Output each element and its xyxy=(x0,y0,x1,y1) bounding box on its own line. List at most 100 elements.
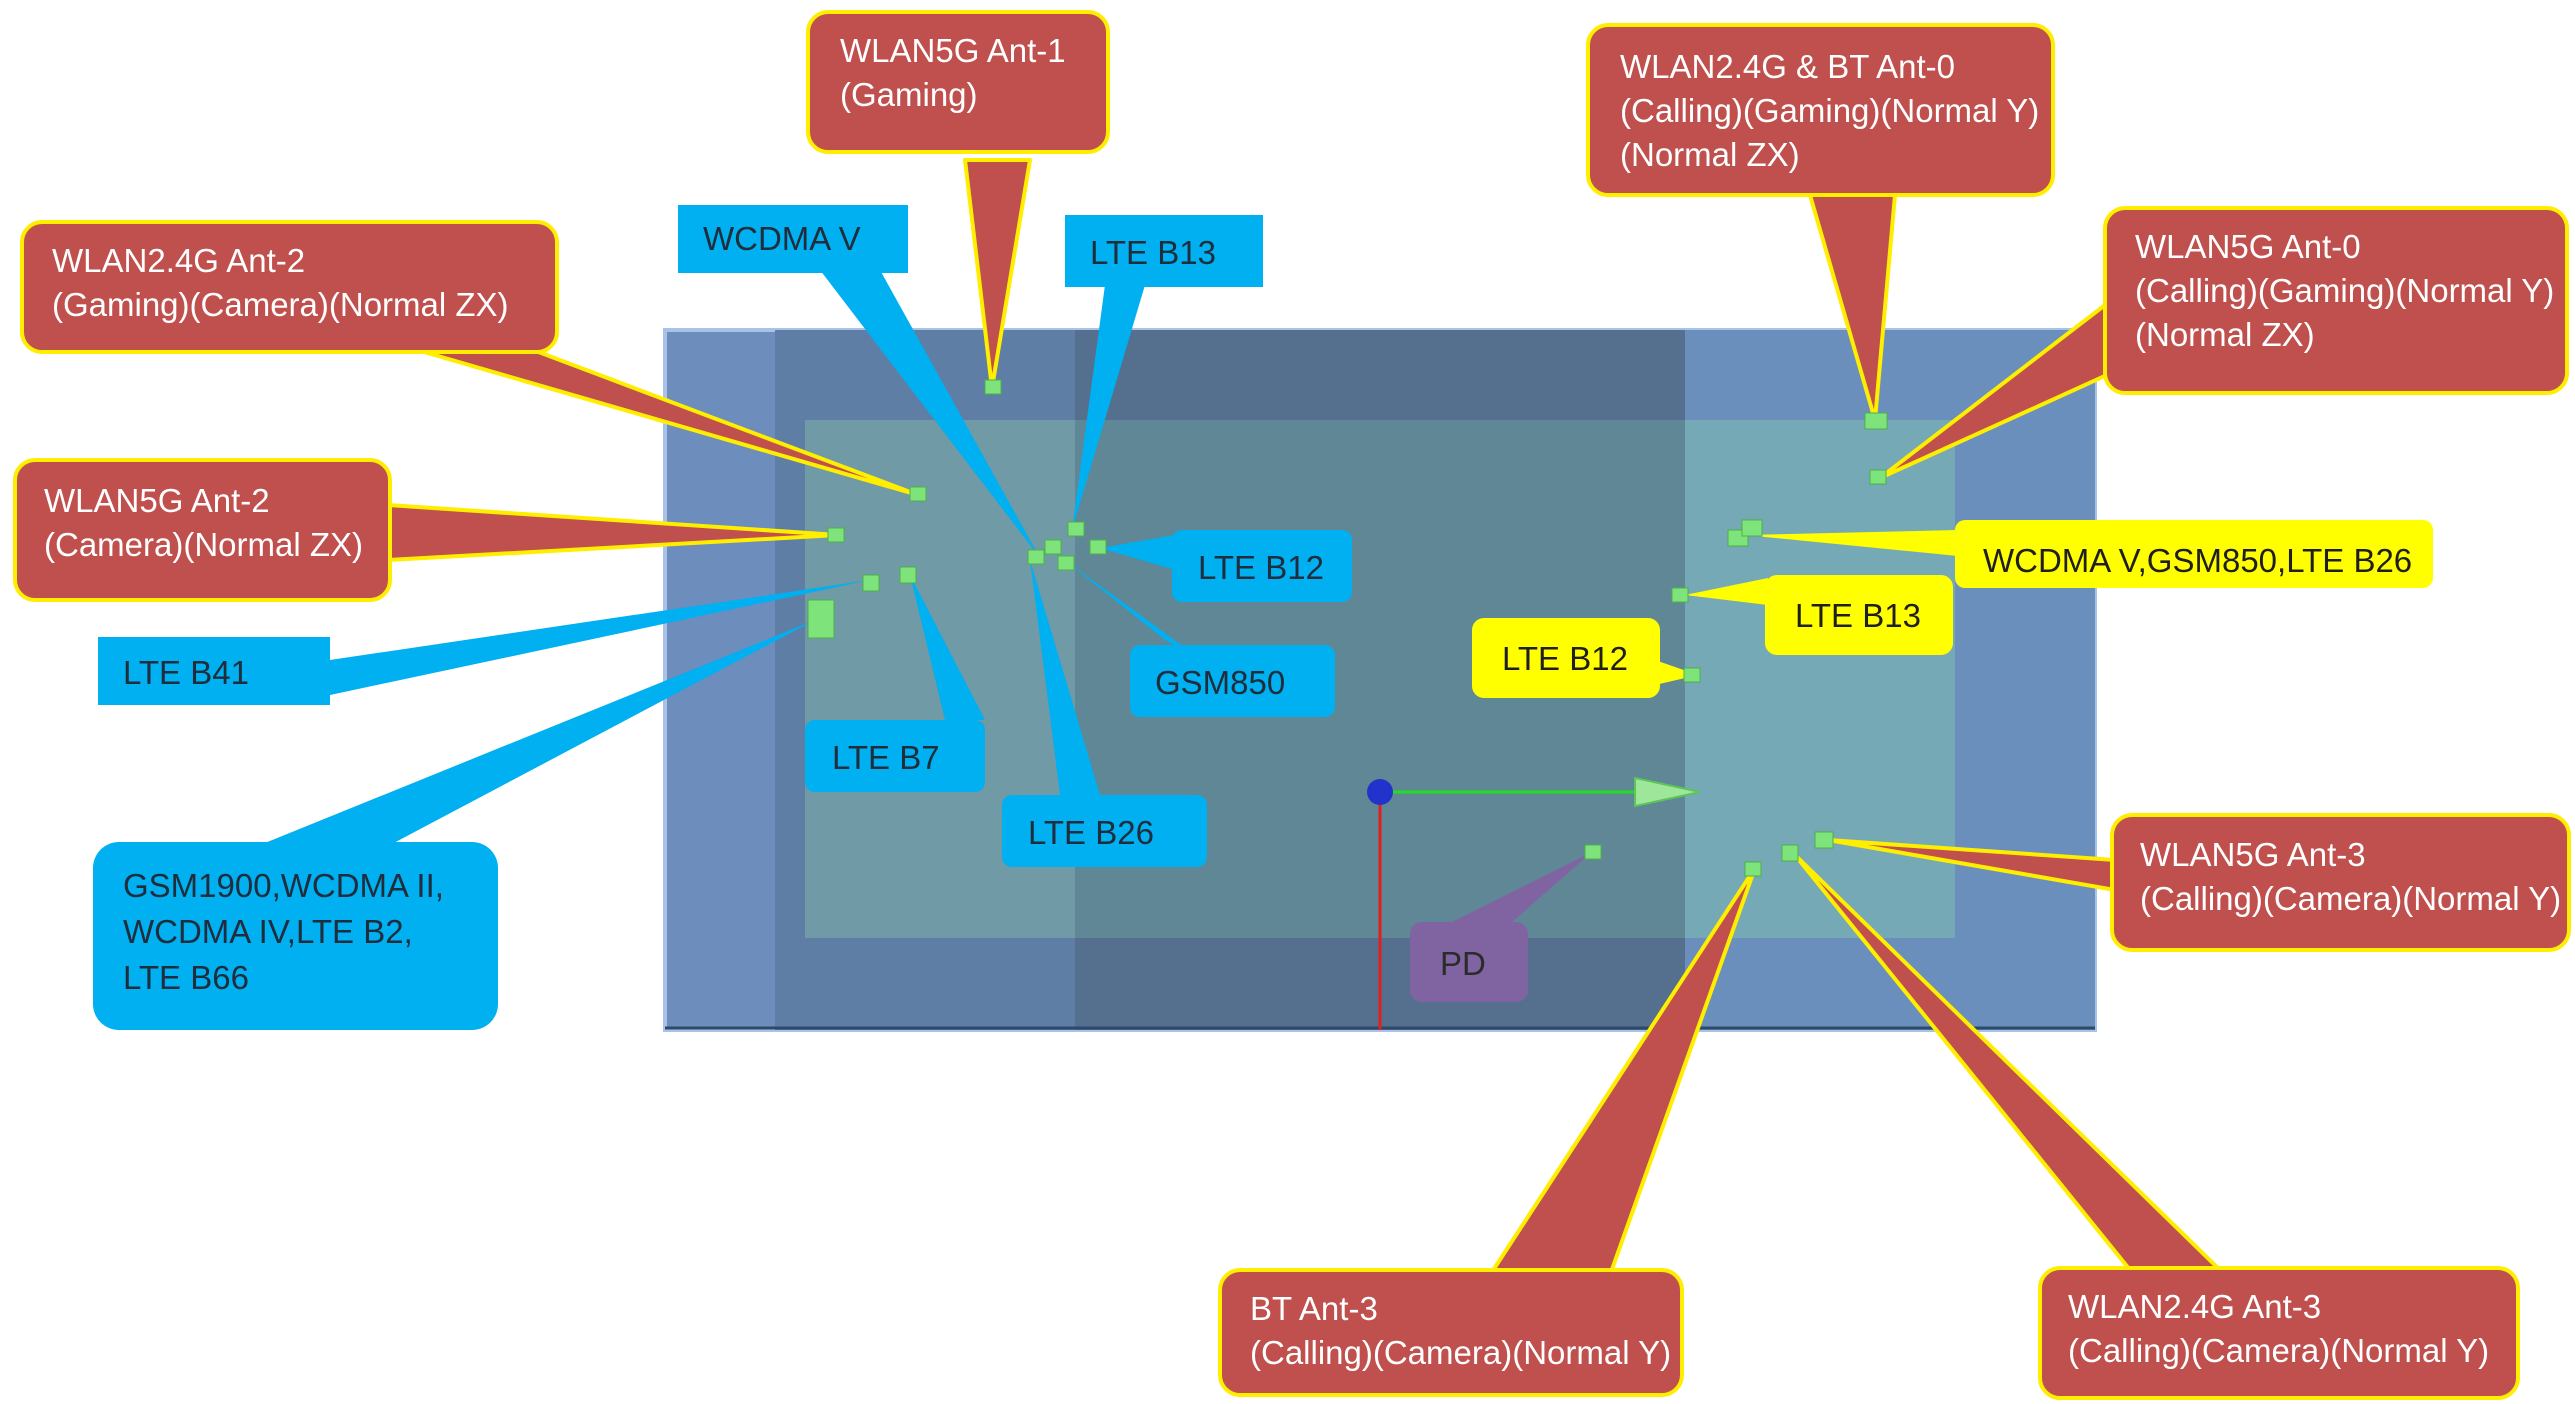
callout-lte-b7: LTE B7 xyxy=(805,720,985,792)
callout-line: (Calling)(Gaming)(Normal Y) xyxy=(1620,92,2039,129)
antenna-point xyxy=(984,379,1002,395)
callout-box xyxy=(1472,618,1660,698)
antenna-point xyxy=(1814,831,1834,849)
yellow-callouts: WCDMA V,GSM850,LTE B26 LTE B13 LTE B12 xyxy=(1472,520,2433,698)
callout-line: WCDMA V xyxy=(703,220,861,257)
antenna-point xyxy=(1044,539,1062,555)
pointer-lte-b12 xyxy=(1100,535,1175,570)
antenna-point xyxy=(1671,587,1689,603)
red-callouts: WLAN5G Ant-1 (Gaming) WLAN2.4G & BT Ant-… xyxy=(13,10,2571,1400)
antenna-point xyxy=(899,566,917,584)
callout-line: BT Ant-3 xyxy=(1250,1290,1378,1327)
pointer-wlan5g-ant1 xyxy=(963,158,1032,390)
antenna-point xyxy=(807,599,835,639)
pointer-lte-b7 xyxy=(910,575,985,720)
callout-line: LTE B12 xyxy=(1198,549,1324,586)
callout-line: (Calling)(Camera)(Normal Y) xyxy=(2068,1332,2489,1369)
antenna-point xyxy=(1869,469,1887,485)
pointer-gsm850 xyxy=(1062,558,1195,655)
callout-yellow-lte-b12: LTE B12 xyxy=(1472,618,1660,698)
callout-line: WCDMA V,GSM850,LTE B26 xyxy=(1983,542,2412,579)
callout-box xyxy=(1955,520,2433,588)
callout-line: WLAN5G Ant-2 xyxy=(44,482,270,519)
antenna-point xyxy=(1584,844,1602,860)
red-callout-pointers xyxy=(386,158,2222,1277)
antenna-point xyxy=(1744,861,1762,877)
callout-wlan24g-ant2: WLAN2.4G Ant-2 (Gaming)(Camera)(Normal Z… xyxy=(20,220,559,354)
pointer-gsm1900-group xyxy=(260,620,815,845)
callout-line: (Gaming)(Camera)(Normal ZX) xyxy=(52,286,509,323)
callout-wlan24g-bt-ant0: WLAN2.4G & BT Ant-0 (Calling)(Gaming)(No… xyxy=(1586,23,2055,197)
callout-line: PD xyxy=(1440,945,1486,982)
pointer-lte-b41 xyxy=(330,580,870,695)
callout-box xyxy=(2038,1266,2520,1400)
callout-lte-b12: LTE B12 xyxy=(1172,530,1352,602)
callout-line: (Normal ZX) xyxy=(1620,136,1800,173)
blue-callouts: WCDMA V LTE B13 LTE B12 GSM850 LTE B41 L… xyxy=(93,205,1352,1030)
antenna-points xyxy=(807,379,1888,877)
antenna-point xyxy=(1683,667,1701,683)
callout-line: (Calling)(Gaming)(Normal Y) xyxy=(2135,272,2554,309)
antenna-point xyxy=(1781,844,1799,862)
antenna-point xyxy=(909,486,927,502)
callout-line: LTE B26 xyxy=(1028,814,1154,851)
callout-box xyxy=(1065,215,1263,287)
callout-lte-b41: LTE B41 xyxy=(98,637,330,705)
pointer-lte-b13 xyxy=(1072,285,1145,530)
callout-box xyxy=(2103,206,2569,395)
axis-origin-sphere xyxy=(1367,779,1393,805)
callout-box xyxy=(1130,645,1335,717)
callout-gsm1900-group: GSM1900,WCDMA II, WCDMA IV,LTE B2, LTE B… xyxy=(93,842,498,1030)
callout-line: (Gaming) xyxy=(840,76,978,113)
board-highlight-right xyxy=(1685,420,1955,938)
callout-line: WLAN5G Ant-3 xyxy=(2140,836,2366,873)
pointer-yellow-wcdma-gsm-lte-b26 xyxy=(1745,530,1958,556)
pointer-lte-b26 xyxy=(1030,560,1100,795)
callout-gsm850: GSM850 xyxy=(1130,645,1335,717)
antenna-point xyxy=(862,574,880,592)
callout-line: WLAN5G Ant-0 xyxy=(2135,228,2361,265)
callout-wlan5g-ant2: WLAN5G Ant-2 (Camera)(Normal ZX) xyxy=(13,458,392,602)
callout-line: GSM1900,WCDMA II, xyxy=(123,867,444,904)
callout-box xyxy=(93,842,498,1030)
blue-callout-pointers xyxy=(260,270,1195,845)
antenna-point xyxy=(827,527,845,543)
callout-wcdma-v: WCDMA V xyxy=(678,205,908,273)
antenna-point xyxy=(1067,521,1085,537)
antenna-point xyxy=(1089,539,1107,555)
callout-line: GSM850 xyxy=(1155,664,1285,701)
antenna-point xyxy=(1741,519,1763,537)
callout-line: (Camera)(Normal ZX) xyxy=(44,526,363,563)
callout-line: LTE B7 xyxy=(832,739,940,776)
callout-bt-ant3: BT Ant-3 (Calling)(Camera)(Normal Y) xyxy=(1218,1268,1684,1397)
callout-line: (Calling)(Camera)(Normal Y) xyxy=(1250,1334,1671,1371)
pointer-yellow-lte-b13 xyxy=(1685,578,1768,605)
callout-lte-b13: LTE B13 xyxy=(1065,215,1263,287)
axis-x-arrowhead xyxy=(1634,776,1701,808)
pointer-wcdma-v xyxy=(820,270,1040,558)
callout-wlan24g-ant3: WLAN2.4G Ant-3 (Calling)(Camera)(Normal … xyxy=(2038,1266,2520,1400)
callout-line: WLAN5G Ant-1 xyxy=(840,32,1066,69)
callout-box xyxy=(1172,530,1352,602)
callout-box xyxy=(1410,922,1528,1002)
callout-line: WLAN2.4G Ant-2 xyxy=(52,242,305,279)
callout-line: (Calling)(Camera)(Normal Y) xyxy=(2140,880,2561,917)
callout-line: LTE B66 xyxy=(123,959,249,996)
callout-box xyxy=(98,637,330,705)
callout-box xyxy=(2110,813,2571,952)
callout-wlan5g-ant3: WLAN5G Ant-3 (Calling)(Camera)(Normal Y) xyxy=(2110,813,2571,952)
callout-wlan5g-ant0: WLAN5G Ant-0 (Calling)(Gaming)(Normal Y)… xyxy=(2103,206,2569,395)
callout-line: LTE B41 xyxy=(123,654,249,691)
callout-line: WLAN2.4G Ant-3 xyxy=(2068,1288,2321,1325)
pointer-yellow-lte-b12 xyxy=(1655,660,1698,685)
callout-yellow-wcdma-gsm-lte-b26: WCDMA V,GSM850,LTE B26 xyxy=(1955,520,2433,588)
yellow-callout-pointers xyxy=(1655,530,1958,685)
callout-box xyxy=(678,205,908,273)
callout-box xyxy=(20,220,559,354)
callout-line: LTE B12 xyxy=(1502,640,1628,677)
callout-line: LTE B13 xyxy=(1795,597,1921,634)
callout-line: WLAN2.4G & BT Ant-0 xyxy=(1620,48,1955,85)
coordinate-axes xyxy=(1367,776,1701,1030)
callout-box xyxy=(805,720,985,792)
callout-box xyxy=(1002,795,1207,867)
